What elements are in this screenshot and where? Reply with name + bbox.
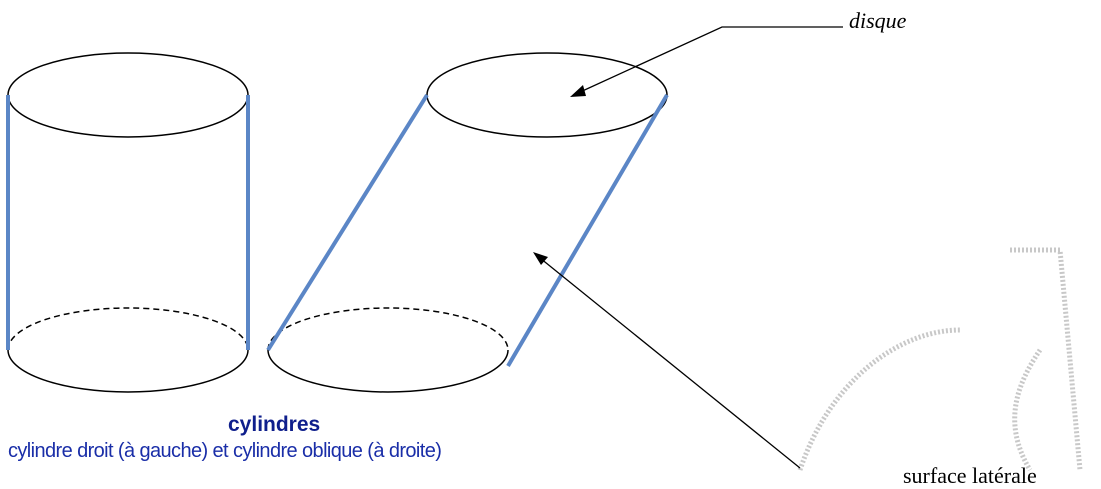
label-disque: disque xyxy=(849,8,907,33)
watermark xyxy=(797,247,1083,472)
disque-leader xyxy=(570,26,843,97)
oblique-cylinder xyxy=(266,52,669,393)
watermark-arc-right xyxy=(1012,348,1043,472)
watermark-arc-left xyxy=(797,327,961,471)
right-cylinder xyxy=(6,52,250,393)
oblique-cylinder-bottom-hidden xyxy=(267,307,509,351)
label-surface-laterale: surface latérale xyxy=(903,463,1037,488)
disque-leader-line xyxy=(577,26,843,94)
disque-arrowhead xyxy=(570,85,586,97)
oblique-cylinder-top-disc xyxy=(426,52,668,138)
right-cylinder-bottom-hidden xyxy=(7,307,249,351)
oblique-cylinder-left-generatrix xyxy=(266,93,429,352)
oblique-cylinder-bottom-front xyxy=(267,349,509,393)
surface-arrowhead xyxy=(533,252,548,265)
caption-subtitle: cylindre droit (à gauche) et cylindre ob… xyxy=(8,440,442,462)
right-cylinder-top-disc xyxy=(7,52,249,138)
surface-leader-line xyxy=(539,257,801,469)
oblique-cylinder-right-generatrix xyxy=(506,93,669,368)
caption-title: cylindres xyxy=(228,413,321,436)
watermark-mark-right xyxy=(1010,247,1083,471)
right-cylinder-bottom-front xyxy=(7,349,249,393)
surface-leader xyxy=(533,252,801,469)
